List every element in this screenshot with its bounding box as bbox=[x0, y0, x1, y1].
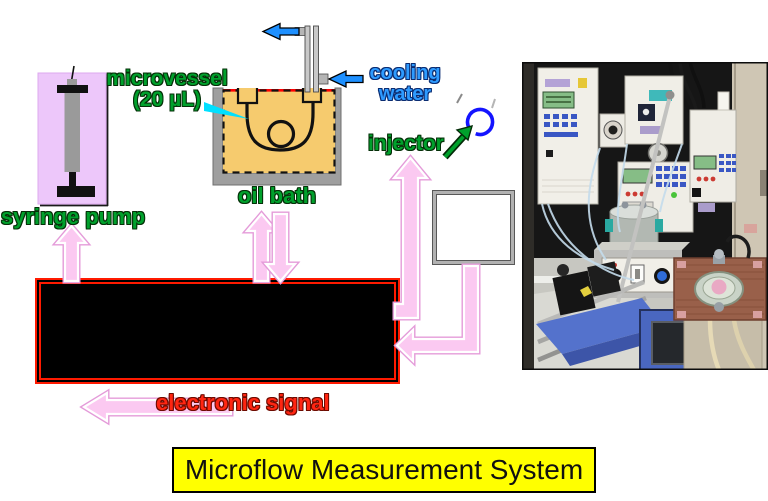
arrow-pump-up bbox=[51, 222, 92, 284]
electronics-signal-box bbox=[35, 278, 400, 384]
microvessel-loop bbox=[266, 119, 296, 149]
injector-label: injector bbox=[368, 132, 444, 155]
photo-instrument-left bbox=[537, 67, 599, 205]
page-title: Microflow Measurement System bbox=[184, 454, 584, 485]
title-banner: Microflow Measurement System bbox=[172, 447, 596, 493]
syringe-pump-label: syringe pump bbox=[0, 204, 146, 229]
cooling-water-in-arrow bbox=[327, 69, 364, 89]
photo-pump-b bbox=[689, 91, 737, 212]
syringe-icon bbox=[57, 65, 95, 197]
cooling-condenser-icon bbox=[294, 25, 329, 93]
cooling-water-out-arrow bbox=[261, 22, 300, 41]
microvessel-label: microvessel (20 µL) bbox=[96, 68, 238, 110]
arrow-valve-to-box bbox=[393, 263, 481, 367]
arrow-injector-up bbox=[388, 154, 433, 321]
microvessel-tube bbox=[245, 102, 315, 152]
microvessel-label-line2: (20 µL) bbox=[132, 88, 202, 111]
oil-bath-label: oil bath bbox=[237, 183, 317, 208]
electronic-signal-label: electronic signal bbox=[156, 390, 330, 415]
cooling-water-label-line2: water bbox=[378, 83, 432, 105]
cooling-water-label: cooling water bbox=[352, 63, 458, 105]
injector-pointer-arrow bbox=[442, 125, 474, 160]
injector-loop-icon bbox=[456, 93, 496, 137]
cooling-water-label-line1: cooling bbox=[369, 62, 441, 84]
injector-valve-box bbox=[432, 190, 515, 265]
photo-measurement-cell bbox=[673, 234, 767, 370]
microvessel-label-line1: microvessel bbox=[106, 67, 228, 90]
arrow-oilbath-down bbox=[260, 211, 301, 285]
arrow-electronic-signal bbox=[79, 388, 234, 426]
microvessel-pointer bbox=[204, 102, 249, 119]
equipment-photo bbox=[522, 62, 768, 370]
photo-instrument-middle bbox=[624, 75, 684, 145]
